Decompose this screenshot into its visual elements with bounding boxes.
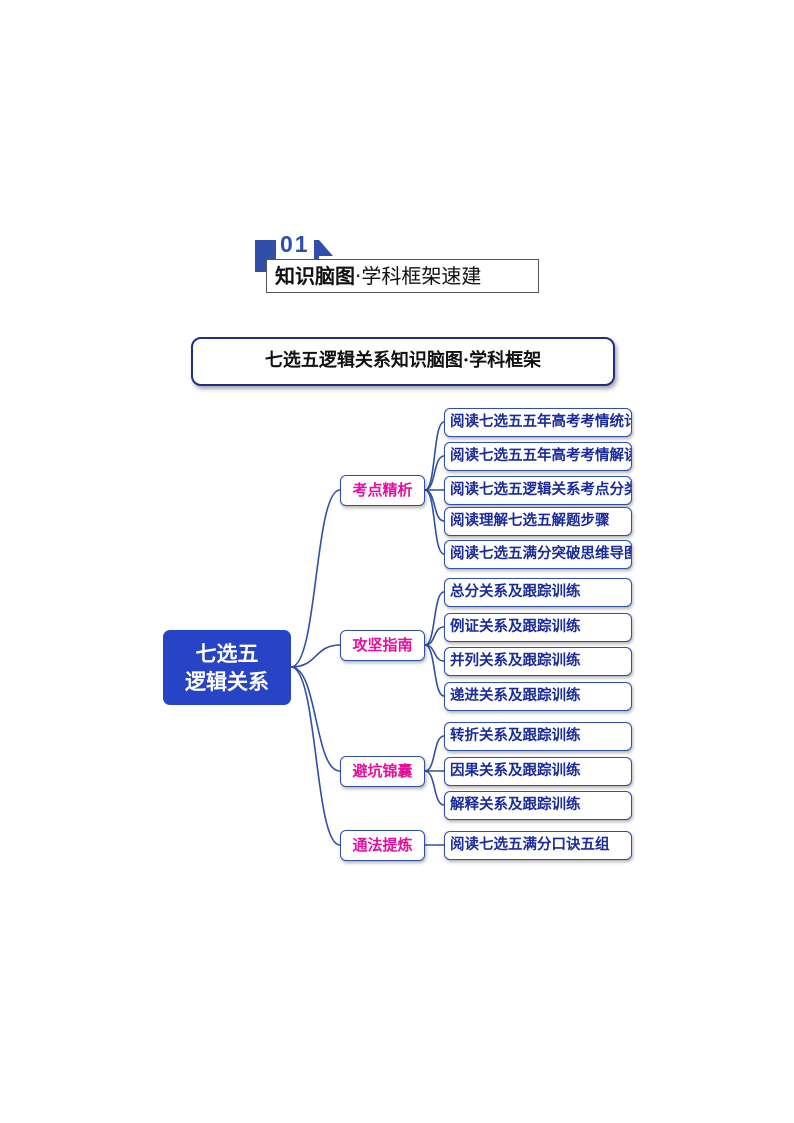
root-node-line-1: 七选五 (195, 640, 259, 666)
category-node-4: 通法提炼 (340, 830, 425, 861)
connector-cat-1-leaf-5 (424, 489, 445, 555)
leaf-node: 例证关系及跟踪训练 (444, 613, 632, 642)
section-heading-bold: 知识脑图 (275, 264, 355, 288)
connector-cat-2-leaf-4 (424, 644, 445, 697)
leaf-node: 阅读七选五逻辑关系考点分类 (444, 476, 632, 505)
connector-root-to-cat-3 (290, 666, 341, 772)
leaf-node: 总分关系及跟踪训练 (444, 578, 632, 607)
connector-cat-2-leaf-1 (424, 591, 445, 646)
connector-cat-3-leaf-1 (424, 735, 445, 772)
section-heading-rest: ·学科框架速建 (355, 264, 482, 288)
category-node-1: 考点精析 (340, 475, 425, 506)
section-tab-corner (319, 240, 333, 256)
category-node-2: 攻坚指南 (340, 630, 425, 661)
connector-root-to-cat-2 (290, 644, 341, 668)
connector-root-to-cat-1 (290, 489, 341, 668)
leaf-node: 解释关系及跟踪训练 (444, 791, 632, 820)
section-number: 01 (276, 229, 314, 259)
leaf-node: 阅读七选五满分口诀五组 (444, 831, 632, 860)
connector-root-to-cat-4 (290, 666, 341, 846)
leaf-node: 阅读七选五五年高考考情解读 (444, 442, 632, 471)
leaf-node: 递进关系及跟踪训练 (444, 682, 632, 711)
leaf-node: 阅读七选五满分突破思维导图 (444, 540, 632, 569)
connector-cat-1-leaf-2 (424, 455, 445, 491)
root-node: 七选五 逻辑关系 (163, 630, 291, 705)
connector-cat-3-leaf-3 (424, 770, 445, 806)
leaf-node: 阅读七选五五年高考考情统计 (444, 408, 632, 437)
root-node-line-2: 逻辑关系 (185, 668, 269, 694)
leaf-node: 转折关系及跟踪训练 (444, 722, 632, 751)
leaf-node: 阅读理解七选五解题步骤 (444, 507, 632, 536)
mindmap-title: 七选五逻辑关系知识脑图·学科框架 (191, 337, 615, 386)
leaf-node: 并列关系及跟踪训练 (444, 647, 632, 676)
leaf-node: 因果关系及跟踪训练 (444, 757, 632, 786)
category-node-3: 避坑锦囊 (340, 756, 425, 787)
section-heading: 知识脑图·学科框架速建 (266, 259, 539, 293)
